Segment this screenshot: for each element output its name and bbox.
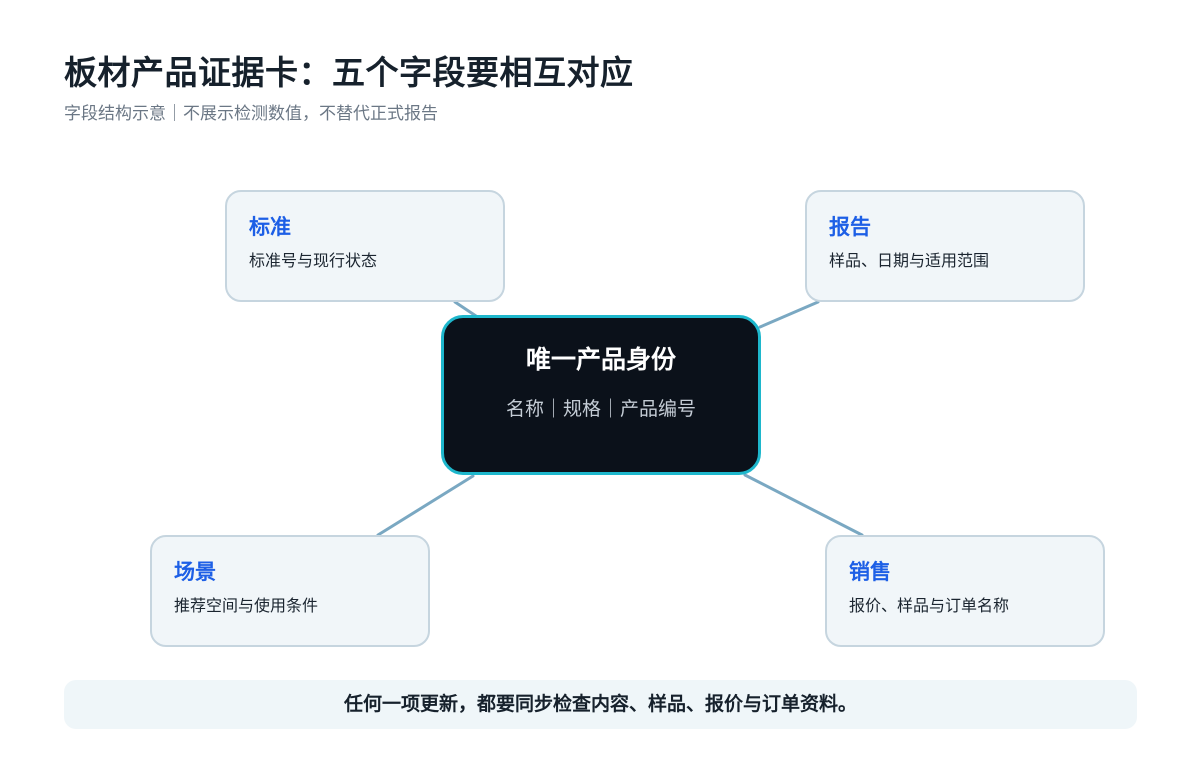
card-report-desc: 样品、日期与适用范围 [829, 251, 990, 270]
center-subtitle: 名称｜规格｜产品编号 [505, 398, 696, 420]
card-standard-desc: 标准号与现行状态 [249, 251, 378, 270]
card-report-title: 报告 [829, 215, 871, 239]
center-identity-node: 唯一产品身份 名称｜规格｜产品编号 [441, 315, 761, 475]
center-title: 唯一产品身份 [525, 345, 676, 374]
card-standard-title: 标准 [249, 215, 291, 239]
page-title: 板材产品证据卡：五个字段要相互对应 [64, 53, 634, 92]
connector-standard [453, 300, 478, 318]
card-sales-title: 销售 [849, 560, 891, 584]
connector-report [758, 300, 820, 329]
page-subtitle: 字段结构示意｜不展示检测数值，不替代正式报告 [64, 104, 438, 124]
card-scene-desc: 推荐空间与使用条件 [174, 596, 319, 615]
connector-scene [376, 474, 475, 537]
card-sales-desc: 报价、样品与订单名称 [849, 596, 1010, 615]
footer-note: 任何一项更新，都要同步检查内容、样品、报价与订单资料。 [64, 680, 1137, 729]
card-report: 报告 样品、日期与适用范围 [805, 190, 1085, 302]
connector-sales [743, 473, 864, 537]
card-scene-title: 场景 [174, 560, 216, 584]
card-sales: 销售 报价、样品与订单名称 [825, 535, 1105, 647]
card-standard: 标准 标准号与现行状态 [225, 190, 505, 302]
card-scene: 场景 推荐空间与使用条件 [150, 535, 430, 647]
